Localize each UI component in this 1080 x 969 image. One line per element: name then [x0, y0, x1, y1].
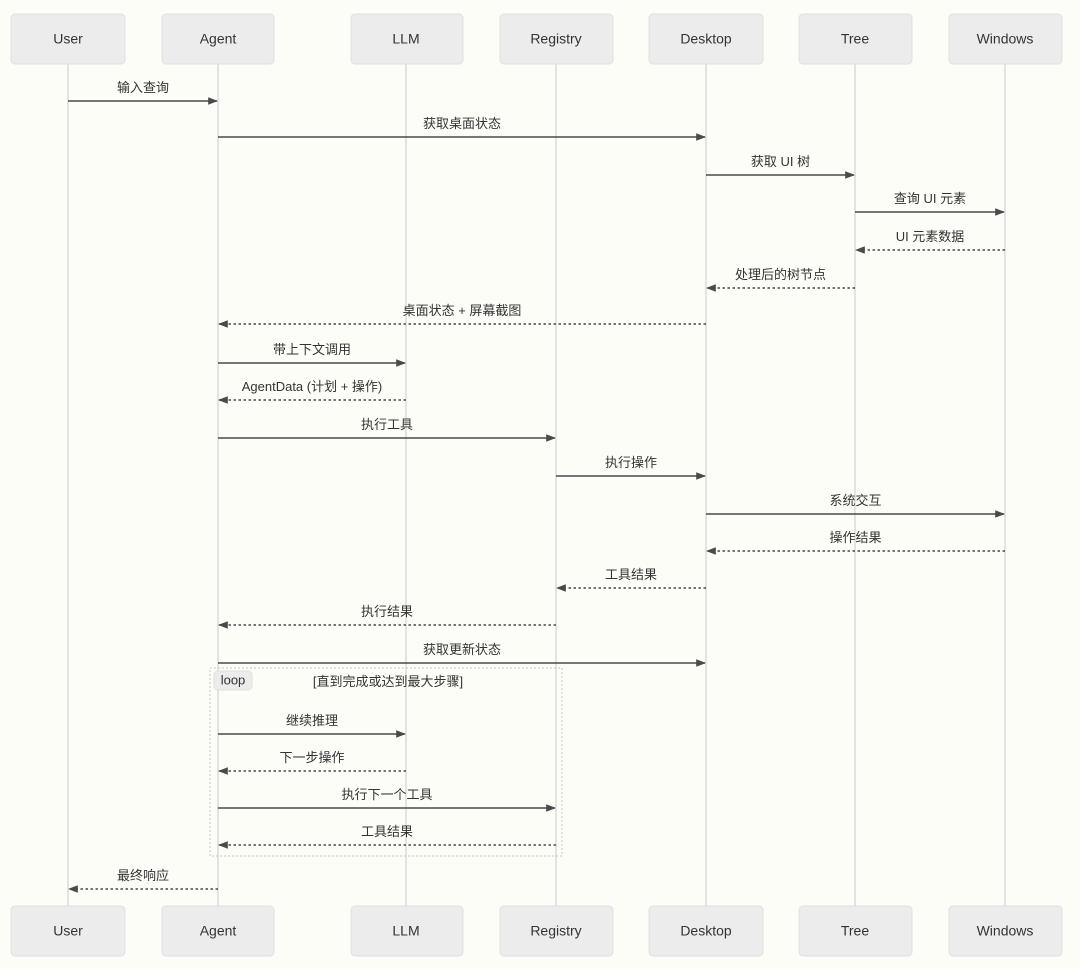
message-label: 获取更新状态	[423, 642, 501, 657]
message-19: 执行下一个工具	[218, 787, 556, 812]
actor-box[interactable]	[350, 905, 464, 957]
actor-box[interactable]	[648, 13, 764, 65]
loop-tag-background	[213, 670, 253, 691]
actor-box[interactable]	[10, 13, 126, 65]
actor-tree-bottom[interactable]: Tree	[798, 905, 913, 957]
message-label: 执行工具	[361, 417, 413, 432]
message-label: 操作结果	[829, 530, 881, 545]
message-label: UI 元素数据	[896, 229, 965, 244]
message-20: 工具结果	[218, 824, 556, 849]
message-8: 带上下文调用	[218, 342, 406, 367]
message-label: 获取 UI 树	[751, 154, 810, 169]
actor-agent-bottom[interactable]: Agent	[161, 905, 275, 957]
message-label: 下一步操作	[279, 750, 344, 765]
loop-tag-label: loop	[221, 672, 246, 687]
message-2: 获取桌面状态	[218, 116, 706, 141]
actor-windows-bottom[interactable]: Windows	[948, 905, 1063, 957]
message-1: 输入查询	[68, 80, 218, 105]
actor-desktop-top[interactable]: Desktop	[648, 13, 764, 65]
actor-box[interactable]	[948, 13, 1063, 65]
message-label: 工具结果	[605, 567, 657, 582]
message-label: 最终响应	[117, 868, 169, 883]
message-21: 最终响应	[68, 868, 218, 893]
actor-registry-bottom[interactable]: Registry	[499, 905, 614, 957]
actor-box[interactable]	[161, 13, 275, 65]
actor-label: Desktop	[680, 31, 732, 47]
actor-label: LLM	[392, 31, 419, 47]
message-label: 执行结果	[361, 604, 413, 619]
actor-label: Agent	[200, 923, 237, 939]
message-12: 系统交互	[706, 493, 1005, 518]
actor-registry-top[interactable]: Registry	[499, 13, 614, 65]
actor-label: User	[53, 31, 83, 47]
actor-windows-top[interactable]: Windows	[948, 13, 1063, 65]
message-label: 获取桌面状态	[423, 116, 501, 131]
actor-tree-top[interactable]: Tree	[798, 13, 913, 65]
message-17: 继续推理	[218, 713, 406, 738]
message-18: 下一步操作	[218, 750, 406, 775]
actor-label: Agent	[200, 31, 237, 47]
actor-label: Tree	[841, 923, 869, 939]
loop-boundary	[209, 667, 563, 857]
actor-box[interactable]	[350, 13, 464, 65]
message-label: 带上下文调用	[273, 342, 351, 357]
message-10: 执行工具	[218, 417, 556, 442]
actor-label: User	[53, 923, 83, 939]
message-14: 工具结果	[556, 567, 706, 592]
message-label: 系统交互	[829, 493, 881, 508]
message-label: 执行操作	[605, 455, 657, 470]
actors-top-layer: User Agent LLM Registry Desktop Tree Windows	[10, 13, 1063, 65]
message-9: AgentData (计划 + 操作)	[218, 379, 406, 404]
actor-desktop-bottom[interactable]: Desktop	[648, 905, 764, 957]
actor-user-top[interactable]: User	[10, 13, 126, 65]
actor-box[interactable]	[798, 13, 913, 65]
actor-box[interactable]	[161, 905, 275, 957]
actor-label: Registry	[530, 923, 581, 939]
message-4: 查询 UI 元素	[855, 191, 1005, 216]
actor-box[interactable]	[798, 905, 913, 957]
actor-user-bottom[interactable]: User	[10, 905, 126, 957]
actor-label: Desktop	[680, 923, 732, 939]
message-3: 获取 UI 树	[706, 154, 855, 179]
message-11: 执行操作	[556, 455, 706, 480]
lifelines-layer	[67, 64, 1006, 906]
actors-bottom-layer: User Agent LLM Registry Desktop Tree Windows	[10, 905, 1063, 957]
actor-llm-top[interactable]: LLM	[350, 13, 464, 65]
message-5: UI 元素数据	[855, 229, 1005, 254]
actor-box[interactable]	[499, 13, 614, 65]
actor-box[interactable]	[948, 905, 1063, 957]
message-16: 获取更新状态	[218, 642, 706, 667]
message-6: 处理后的树节点	[706, 267, 855, 292]
actor-box[interactable]	[10, 905, 126, 957]
message-label: 工具结果	[361, 824, 413, 839]
fragment-loop-1: loop [直到完成或达到最大步骤]	[209, 667, 563, 857]
message-label: 执行下一个工具	[341, 787, 432, 802]
actor-box[interactable]	[499, 905, 614, 957]
actor-label: Windows	[977, 31, 1034, 47]
message-label: 桌面状态 + 屏幕截图	[403, 303, 522, 318]
message-label: 处理后的树节点	[735, 267, 826, 282]
loop-condition-label: [直到完成或达到最大步骤]	[313, 674, 463, 689]
actor-llm-bottom[interactable]: LLM	[350, 905, 464, 957]
message-7: 桌面状态 + 屏幕截图	[218, 303, 706, 328]
message-label: AgentData (计划 + 操作)	[242, 379, 383, 394]
actor-label: LLM	[392, 923, 419, 939]
actor-agent-top[interactable]: Agent	[161, 13, 275, 65]
message-13: 操作结果	[706, 530, 1005, 555]
actor-label: Registry	[530, 31, 581, 47]
actor-box[interactable]	[648, 905, 764, 957]
message-label: 继续推理	[286, 713, 338, 728]
message-label: 查询 UI 元素	[894, 191, 966, 206]
message-label: 输入查询	[117, 80, 169, 95]
message-15: 执行结果	[218, 604, 556, 629]
actor-label: Windows	[977, 923, 1034, 939]
fragments-layer: loop [直到完成或达到最大步骤]	[209, 667, 563, 857]
actor-label: Tree	[841, 31, 869, 47]
